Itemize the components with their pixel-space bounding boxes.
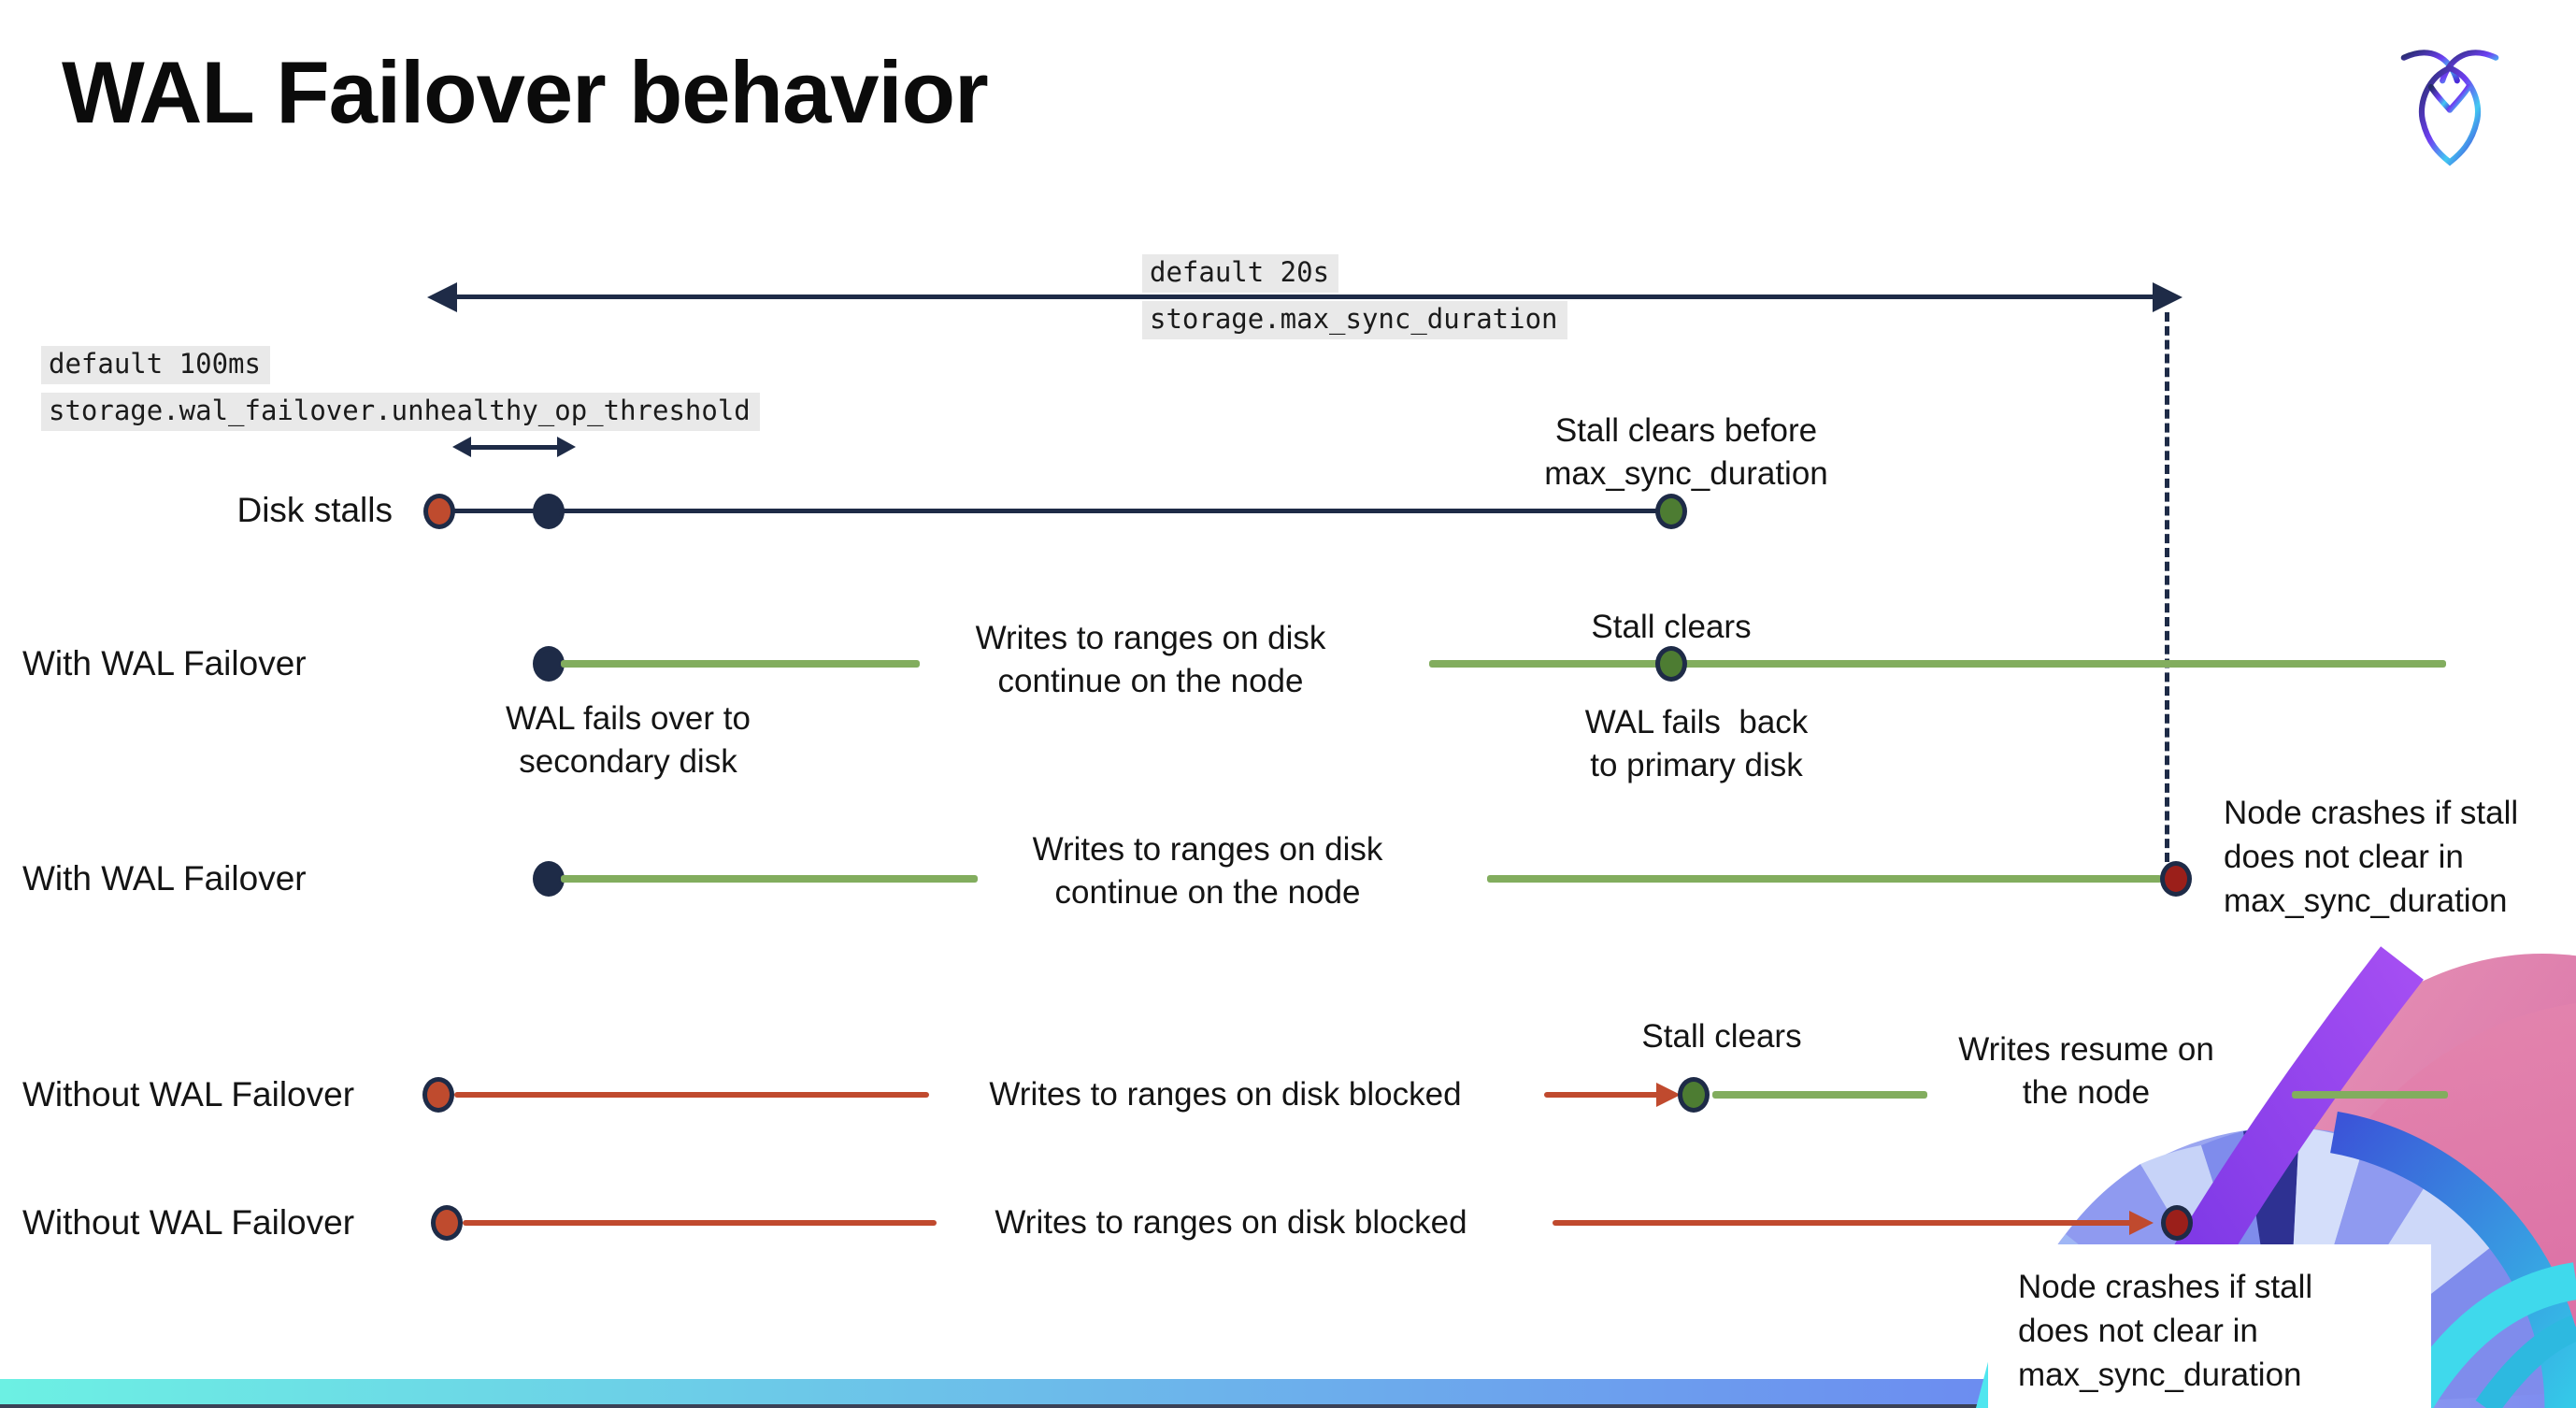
note-line: to primary disk	[1590, 747, 1803, 783]
note-line: Stall clears before	[1554, 412, 1818, 449]
stall-clears-dot	[1655, 646, 1687, 682]
arrow-right-icon	[1656, 1083, 1681, 1107]
arrow-left-icon	[427, 282, 457, 312]
blocked-writes-line	[454, 1092, 929, 1098]
node-crash-dot	[2160, 861, 2192, 897]
row-label-without-wal-failover: Without WAL Failover	[22, 1075, 355, 1113]
blocked-writes-line	[1544, 1092, 1664, 1098]
arrow-right-icon	[557, 437, 576, 457]
node-crash-callout: Node crashes if stall does not clear in …	[1988, 1244, 2431, 1408]
stall-start-dot	[422, 1077, 454, 1113]
note-line: Writes resume on	[1958, 1031, 2214, 1068]
note-line: Node crashes if stall	[2224, 795, 2519, 831]
row-label-with-wal-failover: With WAL Failover	[22, 859, 307, 898]
row-label-with-wal-failover: With WAL Failover	[22, 644, 307, 682]
writes-resume-note: Writes resume on the node	[1881, 1028, 2292, 1114]
note-line: max_sync_duration	[2224, 883, 2508, 919]
max-sync-duration-arrow-line	[452, 295, 2159, 299]
healthy-writes-line	[2292, 1091, 2448, 1099]
healthy-writes-line	[1712, 1091, 1927, 1099]
arrow-right-icon	[2153, 282, 2182, 312]
note-line: Writes to ranges on disk	[975, 620, 1326, 656]
note-line: max_sync_duration	[2018, 1357, 2302, 1393]
fails-back-note: WAL fails back to primary disk	[1491, 701, 1902, 787]
note-line: continue on the node	[1054, 874, 1361, 911]
row-label-without-wal-failover: Without WAL Failover	[22, 1203, 355, 1242]
note-line: does not clear in	[2224, 839, 2464, 875]
writes-blocked-note: Writes to ranges on disk blocked	[989, 1076, 1462, 1113]
note-line: Writes to ranges on disk	[1032, 831, 1383, 868]
failover-dot	[533, 861, 565, 897]
row-label-disk-stalls: Disk stalls	[236, 491, 393, 529]
stall-start-dot	[431, 1205, 463, 1241]
node-crash-note: Node crashes if stall does not clear in …	[2224, 791, 2576, 923]
writes-blocked-note: Writes to ranges on disk blocked	[995, 1204, 1467, 1241]
timeline-disk-stalls	[439, 509, 1671, 513]
page-title: WAL Failover behavior	[62, 43, 989, 141]
note-line: the node	[2022, 1074, 2151, 1111]
max-sync-setting-label: storage.max_sync_duration	[1142, 301, 1567, 340]
note-line: secondary disk	[519, 743, 737, 780]
stall-clears-before-note: Stall clears before max_sync_duration	[1471, 409, 1901, 496]
writes-continue-note: Writes to ranges on disk continue on the…	[988, 828, 1427, 914]
stall-clears-note: Stall clears	[1641, 1018, 1802, 1055]
threshold-dot	[533, 494, 565, 529]
note-line: WAL fails over to	[506, 700, 751, 737]
threshold-default-label: default 100ms	[41, 346, 270, 385]
max-sync-default-label: default 20s	[1142, 254, 1339, 294]
arrow-left-icon	[452, 437, 471, 457]
stall-clears-dot	[1655, 494, 1687, 529]
blocked-writes-line	[1553, 1220, 2136, 1226]
note-line: continue on the node	[997, 663, 1304, 699]
max-sync-deadline-dashed-line	[2165, 312, 2169, 862]
writes-continue-note: Writes to ranges on disk continue on the…	[931, 617, 1370, 703]
fails-over-note: WAL fails over to secondary disk	[422, 697, 834, 783]
note-line: Node crashes if stall	[2018, 1269, 2313, 1305]
failover-dot	[533, 646, 565, 682]
arrow-right-icon	[2129, 1211, 2154, 1235]
blocked-writes-line	[463, 1220, 937, 1226]
cockroachdb-logo-icon	[2400, 50, 2499, 166]
threshold-setting-label: storage.wal_failover.unhealthy_op_thresh…	[41, 393, 760, 432]
note-line: max_sync_duration	[1544, 455, 1828, 492]
note-line: WAL fails back	[1584, 704, 1809, 740]
threshold-arrow-line	[467, 445, 561, 450]
healthy-writes-line	[561, 875, 978, 883]
healthy-writes-line	[1429, 660, 2446, 668]
healthy-writes-line	[1487, 875, 2162, 883]
stall-start-dot	[423, 494, 455, 529]
stall-clears-dot	[1678, 1077, 1710, 1113]
node-crash-note: Node crashes if stall does not clear in …	[1988, 1244, 2431, 1397]
bottom-edge-line	[0, 1404, 2576, 1408]
healthy-writes-line	[561, 660, 920, 668]
node-crash-dot	[2161, 1205, 2193, 1241]
stall-clears-note: Stall clears	[1591, 609, 1752, 645]
note-line: does not clear in	[2018, 1313, 2258, 1349]
